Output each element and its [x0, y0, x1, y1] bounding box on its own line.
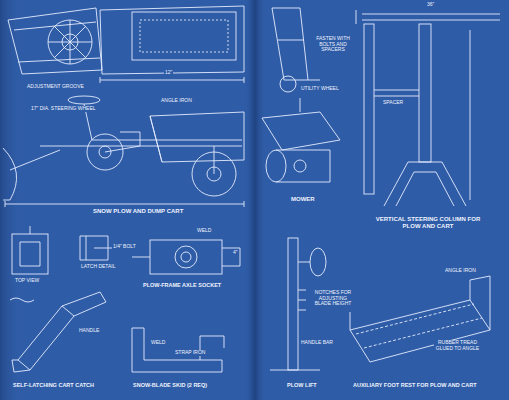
- column-crossbar: [356, 10, 500, 24]
- steering-fork: [384, 162, 466, 206]
- frame-wheel: [48, 20, 92, 64]
- caption: PLOW LIFT: [286, 382, 318, 388]
- foot-rest-bracket: [350, 276, 490, 330]
- caption: PLOW-FRAME AXLE SOCKET: [142, 282, 222, 288]
- part-label: ANGLE IRON: [160, 98, 193, 104]
- part-label: HANDLE BAR: [300, 340, 334, 346]
- dimension-line: [5, 201, 244, 207]
- blade-skid: [132, 328, 222, 372]
- catch-spring: [10, 298, 34, 302]
- part-label: 1/4" BOLT: [112, 244, 137, 250]
- part-label: HANDLE: [78, 328, 100, 334]
- part-label: LATCH DETAIL: [80, 264, 117, 270]
- plow-frame: [8, 8, 102, 74]
- catch-latch: [12, 292, 106, 372]
- steering-wheel: [68, 96, 100, 104]
- caption: SNOW PLOW AND DUMP CART: [92, 208, 184, 215]
- dump-cart-body: [150, 112, 244, 162]
- dimension: 36": [426, 2, 435, 8]
- dimension: 12": [164, 70, 173, 76]
- cart-box: [100, 6, 244, 74]
- part-label: UTILITY WHEEL: [300, 86, 340, 92]
- mower-roller: [266, 150, 286, 182]
- part-label: 17" DIA. STEERING WHEEL: [30, 106, 97, 112]
- lift-upright: [288, 238, 298, 370]
- dimension-line: [100, 77, 244, 83]
- column-side-pipe: [364, 24, 374, 194]
- caption: AUXILIARY FOOT REST FOR PLOW AND CART: [352, 382, 478, 388]
- part-label: NOTCHES FOR ADJUSTING BLADE HEIGHT: [312, 290, 354, 307]
- socket-tube: [175, 246, 197, 268]
- latch-detail: [80, 236, 114, 260]
- cart-bed-hidden: [140, 20, 228, 52]
- part-label: WELD: [196, 228, 212, 234]
- cart-bed: [132, 12, 236, 60]
- skid-strap: [200, 336, 224, 360]
- dimension: 4": [232, 250, 239, 256]
- part-label: RUBBER TREAD GLUED TO ANGLE: [434, 340, 481, 351]
- axle-struts: [105, 132, 214, 174]
- socket-bracket: [132, 248, 240, 266]
- utility-wheel-symbol: [280, 76, 296, 92]
- wheel-spokes: [48, 20, 92, 64]
- catch-top-view: [12, 234, 48, 274]
- caption: SNOW-BLADE SKID (2 REQ): [132, 382, 208, 388]
- mower-deck: [262, 112, 340, 150]
- roller-hub: [294, 160, 306, 172]
- part-label: TOP VIEW: [14, 278, 40, 284]
- part-label: FASTEN WITH BOLTS AND SPACERS: [312, 36, 354, 53]
- caption: VERTICAL STEERING COLUMN FOR PLOW AND CA…: [372, 216, 484, 229]
- caption: MOWER: [290, 196, 316, 203]
- part-label: WELD: [150, 340, 166, 346]
- part-label: STRAP IRON: [174, 350, 206, 356]
- socket-bore: [181, 252, 191, 262]
- axle-socket-plate: [150, 240, 222, 274]
- lift-knob: [310, 248, 326, 276]
- line-work: [3, 6, 500, 372]
- lift-notches: [270, 262, 320, 370]
- foot-rest-plate: [350, 300, 490, 362]
- roller-body: [276, 98, 330, 182]
- catch-plate: [20, 226, 40, 266]
- part-label: SPACER: [382, 100, 404, 106]
- catch-handle: [18, 306, 74, 370]
- book-spine: [244, 0, 266, 400]
- column-braces: [374, 30, 470, 200]
- part-label: ADJUSTMENT GROOVE: [26, 84, 85, 90]
- part-label: ANGLE IRON: [444, 268, 477, 274]
- column-pipe: [419, 24, 431, 162]
- caption: SELF-LATCHING CART CATCH: [12, 382, 95, 388]
- snow-blade: [3, 148, 60, 200]
